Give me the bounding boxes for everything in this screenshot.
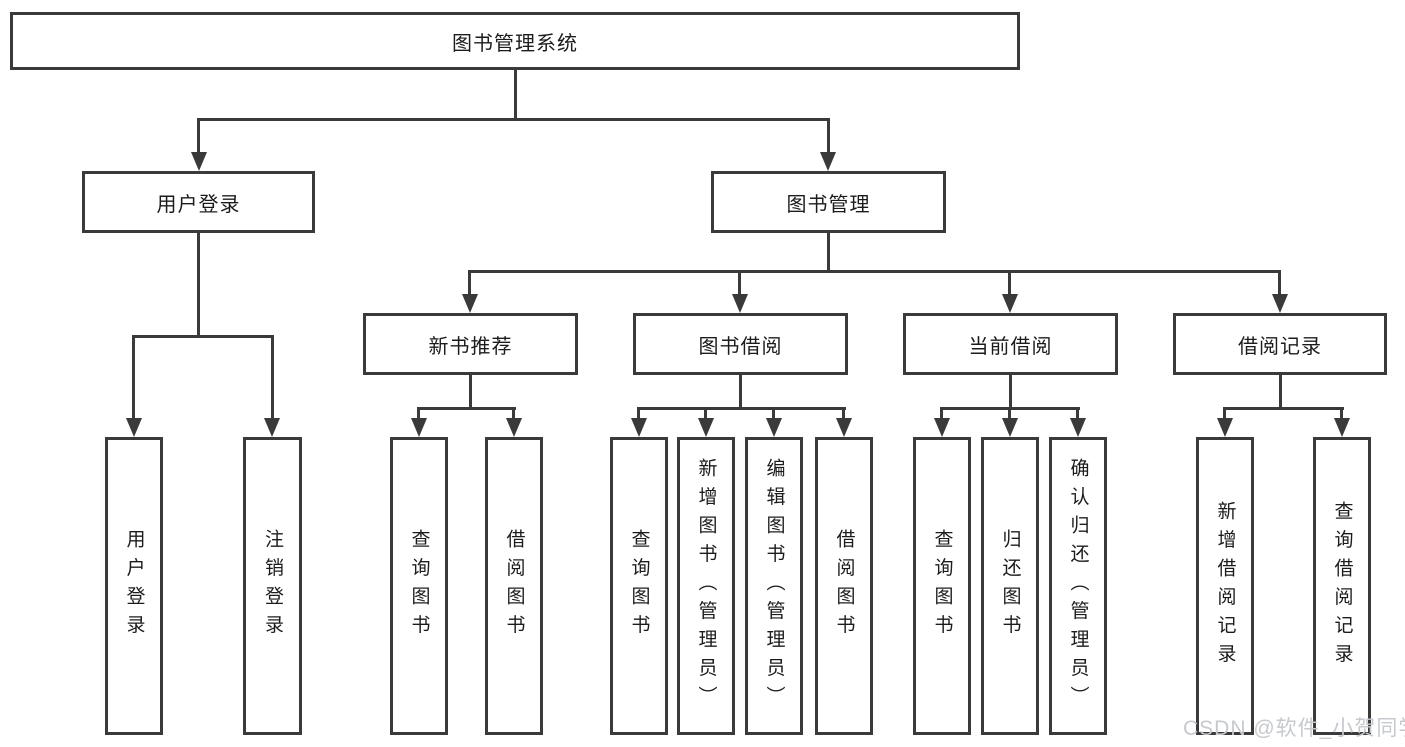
connector-line (1076, 407, 1079, 423)
arrow-down-icon (732, 294, 748, 313)
arrow-down-icon (1002, 294, 1018, 313)
connector-line (637, 407, 640, 423)
leaf-newbook-borrow-label: 借阅图书 (503, 529, 525, 643)
connector-line (417, 407, 420, 423)
leaf-newbook-query-label: 查询图书 (408, 529, 430, 643)
connector-line (468, 270, 1281, 273)
connector-line (197, 118, 200, 158)
connector-line (197, 118, 830, 121)
node-book-management: 图书管理 (711, 171, 946, 233)
leaf-borrow-borrow: 借阅图书 (815, 437, 873, 735)
node-user-login: 用户登录 (82, 171, 315, 233)
leaf-user-login: 用户登录 (105, 437, 163, 735)
node-root-label: 图书管理系统 (452, 32, 578, 55)
leaf-newbook-borrow: 借阅图书 (485, 437, 543, 735)
leaf-current-return-label: 归还图书 (999, 529, 1021, 643)
leaf-current-return: 归还图书 (981, 437, 1039, 735)
connector-line (132, 335, 274, 338)
connector-line (514, 70, 517, 120)
node-book-management-label: 图书管理 (786, 193, 871, 216)
leaf-current-confirm-admin: 确认归还（管理员） (1049, 437, 1107, 735)
arrow-down-icon (462, 294, 478, 313)
node-current-borrow: 当前借阅 (903, 313, 1118, 375)
node-book-borrow-label: 图书借阅 (698, 335, 783, 358)
node-new-book-recommend: 新书推荐 (363, 313, 578, 375)
connector-line (468, 270, 471, 300)
connector-line (1279, 375, 1282, 409)
connector-line (827, 233, 830, 272)
leaf-record-add: 新增借阅记录 (1196, 437, 1254, 735)
leaf-record-add-label: 新增借阅记录 (1214, 500, 1236, 672)
leaf-borrow-add-admin: 新增图书（管理员） (677, 437, 735, 735)
arrow-down-icon (1002, 418, 1018, 437)
node-root: 图书管理系统 (10, 12, 1020, 70)
arrow-down-icon (506, 418, 522, 437)
connector-line (1008, 407, 1011, 423)
arrow-down-icon (1272, 294, 1288, 313)
arrow-down-icon (836, 418, 852, 437)
connector-line (1223, 407, 1226, 423)
connector-line (637, 407, 846, 410)
connector-line (197, 233, 200, 337)
leaf-current-confirm-admin-label: 确认归还（管理员） (1067, 457, 1089, 715)
arrow-down-icon (766, 418, 782, 437)
connector-line (739, 375, 742, 409)
connector-line (1340, 407, 1343, 423)
node-current-borrow-label: 当前借阅 (968, 335, 1053, 358)
leaf-borrow-query: 查询图书 (610, 437, 668, 735)
connector-line (1223, 407, 1344, 410)
leaf-borrow-query-label: 查询图书 (628, 529, 650, 643)
leaf-newbook-query: 查询图书 (390, 437, 448, 735)
connector-line (1278, 270, 1281, 300)
leaf-borrow-edit-admin: 编辑图书（管理员） (745, 437, 803, 735)
leaf-current-query: 查询图书 (913, 437, 971, 735)
connector-line (940, 407, 943, 423)
connector-line (1009, 375, 1012, 409)
connector-line (738, 270, 741, 300)
arrow-down-icon (264, 418, 280, 437)
arrow-down-icon (820, 152, 836, 171)
connector-line (827, 118, 830, 158)
leaf-user-login-label: 用户登录 (123, 529, 145, 643)
node-new-book-recommend-label: 新书推荐 (428, 335, 513, 358)
connector-line (772, 407, 775, 423)
leaf-borrow-borrow-label: 借阅图书 (833, 529, 855, 643)
node-borrow-record-label: 借阅记录 (1238, 335, 1322, 358)
connector-line (842, 407, 845, 423)
node-book-borrow: 图书借阅 (633, 313, 848, 375)
leaf-record-query-label: 查询借阅记录 (1331, 500, 1353, 672)
arrow-down-icon (1217, 418, 1233, 437)
connector-line (417, 407, 516, 410)
leaf-logout: 注销登录 (243, 437, 302, 735)
leaf-borrow-add-admin-label: 新增图书（管理员） (695, 457, 717, 715)
connector-line (512, 407, 515, 423)
connector-line (469, 375, 472, 409)
node-borrow-record: 借阅记录 (1173, 313, 1387, 375)
connector-line (704, 407, 707, 423)
leaf-logout-label: 注销登录 (262, 529, 283, 643)
arrow-down-icon (934, 418, 950, 437)
arrow-down-icon (631, 418, 647, 437)
arrow-down-icon (126, 418, 142, 437)
connector-line (1008, 270, 1011, 300)
arrow-down-icon (1070, 418, 1086, 437)
arrow-down-icon (1334, 418, 1350, 437)
leaf-record-query: 查询借阅记录 (1313, 437, 1371, 735)
leaf-borrow-edit-admin-label: 编辑图书（管理员） (763, 457, 785, 715)
csdn-watermark: CSDN @软件_小贺同学 (1183, 717, 1405, 740)
connector-line (132, 335, 135, 423)
arrow-down-icon (698, 418, 714, 437)
connector-line (271, 335, 274, 423)
leaf-current-query-label: 查询图书 (931, 529, 953, 643)
node-user-login-label: 用户登录 (156, 193, 241, 216)
arrow-down-icon (411, 418, 427, 437)
arrow-down-icon (191, 152, 207, 171)
